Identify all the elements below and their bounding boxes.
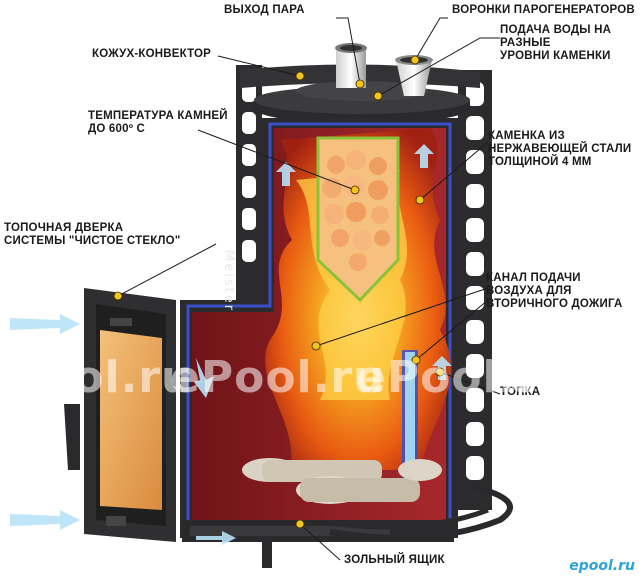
label-firebox-door: ТОПОЧНАЯ ДВЕРКА СИСТЕМЫ "ЧИСТОЕ СТЕКЛО" xyxy=(4,222,181,247)
air-flow-arrows xyxy=(10,144,452,545)
watermark: ePool.ru xyxy=(0,352,194,403)
label-secondary-air-channel: КАНАЛ ПОДАЧИ ВОЗДУХА ДЛЯ ВТОРИЧНОГО ДОЖИ… xyxy=(486,272,623,310)
label-water-supply: ПОДАЧА ВОДЫ НА РАЗНЫЕ УРОВНИ КАМЕНКИ xyxy=(500,24,612,62)
label-steam-outlet: ВЫХОД ПАРА xyxy=(224,4,305,16)
callout-leader-lines xyxy=(117,17,501,561)
watermark: ePool.ru xyxy=(356,352,572,403)
label-convector-casing: КОЖУХ-КОНВЕКТОР xyxy=(92,48,212,60)
brand-logo-text: Meister xyxy=(221,250,236,313)
watermark: ePool.ru xyxy=(508,352,643,403)
stone-heater-cage xyxy=(316,136,400,303)
bottom-convector-rings xyxy=(319,483,513,541)
label-steam-funnels: ВОРОНКИ ПАРОГЕНЕРАТОРОВ xyxy=(452,4,635,16)
steam-outlet-pipe xyxy=(335,43,367,88)
label-firebox: ТОПКА xyxy=(500,386,541,398)
callout-markers xyxy=(113,55,445,529)
label-stainless-heater: КАМЕНКА ИЗ НЕРЖАВЕЮЩЕЙ СТАЛИ ТОЛЩИНОЙ 4 … xyxy=(488,130,632,168)
watermark: ePool.ru xyxy=(170,352,386,403)
label-ash-box: ЗОЛЬНЫЙ ЯЩИК xyxy=(344,554,445,566)
firewood-logs xyxy=(242,458,442,504)
label-stone-temperature: ТЕМПЕРАТУРА КАМНЕЙ ДО 600º С xyxy=(88,110,228,135)
corner-watermark: epool.ru xyxy=(569,558,635,574)
firebox-door xyxy=(64,288,176,542)
